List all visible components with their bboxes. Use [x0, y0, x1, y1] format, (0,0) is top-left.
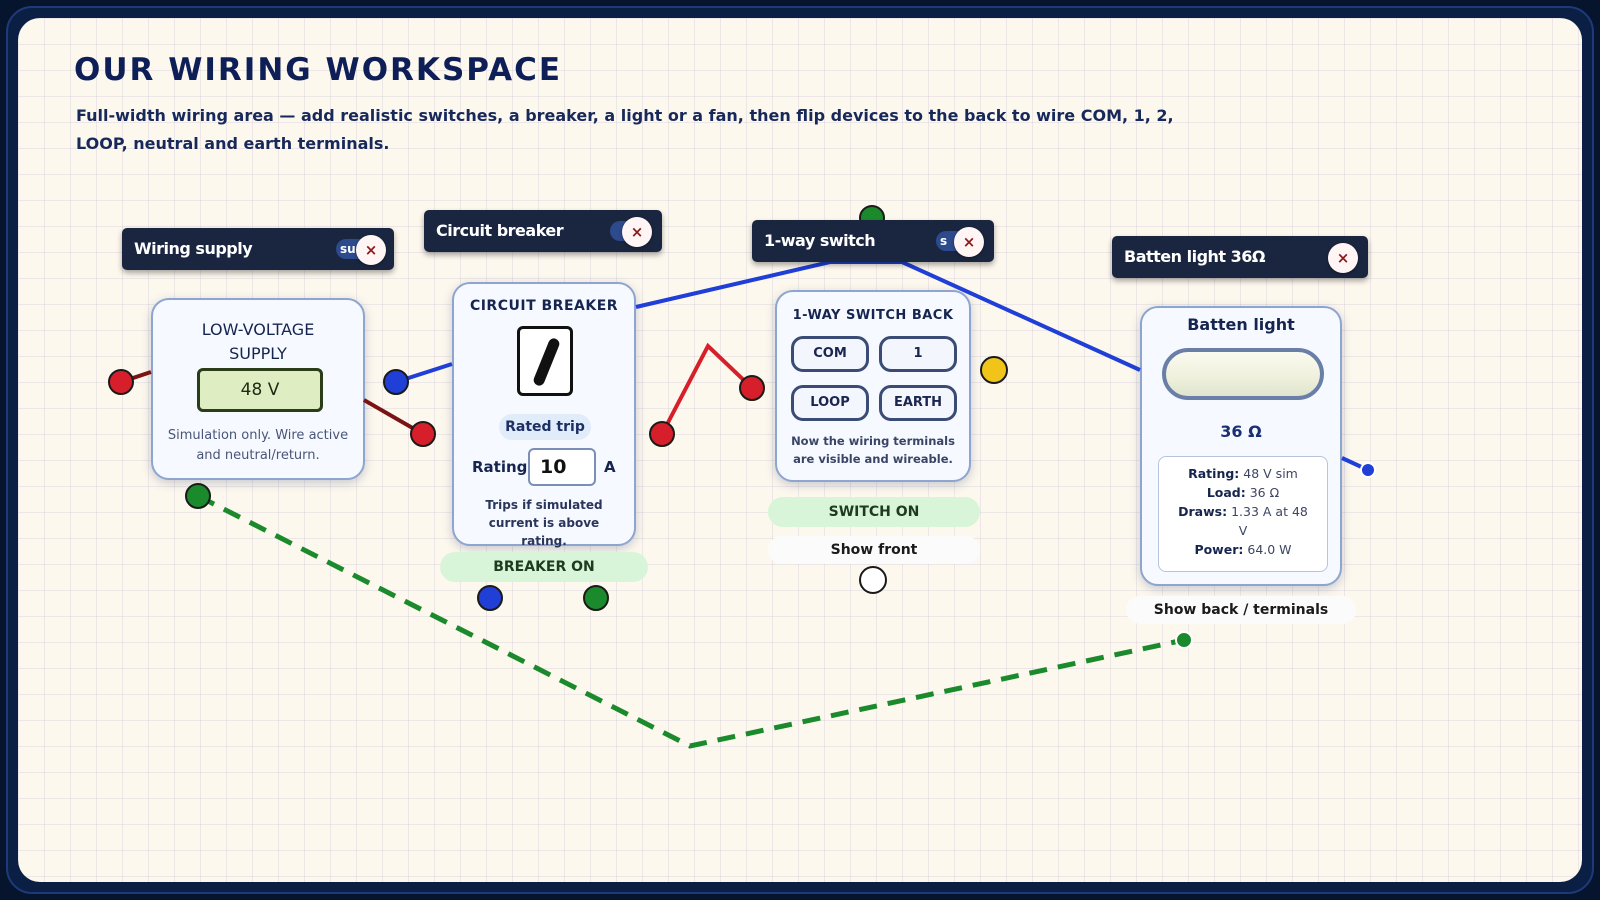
return-wire-stub[interactable] [120, 370, 152, 384]
breaker-header-label: Circuit breaker [436, 221, 564, 240]
light-resistance: 36 Ω [1220, 422, 1262, 441]
light-neutral-terminal-icon[interactable] [1360, 462, 1376, 478]
workspace-title: OUR WIRING WORKSPACE [74, 52, 563, 88]
rating-input[interactable] [528, 448, 596, 486]
info-load: Load: 36 Ω [1206, 485, 1280, 500]
rated-trip-badge: Rated trip [499, 414, 591, 440]
switch-status[interactable]: SWITCH ON [768, 497, 980, 527]
supply-header[interactable]: Wiring supply su × [122, 228, 394, 270]
switch-note: Now the wiring terminals are visible and… [791, 434, 955, 466]
rating-unit: A [604, 458, 616, 476]
light-info-panel: Rating: 48 V sim Load: 36 Ω Draws: 1.33 … [1158, 456, 1328, 572]
breaker-neutral-in-terminal-icon[interactable] [383, 369, 409, 395]
active-wire[interactable] [660, 342, 754, 435]
supply-header-label: Wiring supply [134, 239, 253, 258]
switch-active-in-terminal-icon[interactable] [739, 375, 765, 401]
terminal-loop[interactable]: LOOP [791, 385, 869, 421]
show-back-terminals-button[interactable]: Show back / terminals [1126, 596, 1356, 624]
neutral-wire-supply-breaker[interactable] [395, 362, 453, 384]
batten-tube [1162, 348, 1324, 400]
voltage-unit: V [267, 380, 280, 400]
breaker-note: Trips if simulated current is above rati… [485, 498, 603, 548]
breaker-header[interactable]: Circuit breaker × [424, 210, 662, 252]
switch-output-terminal-icon[interactable] [980, 356, 1008, 384]
info-power: Power: 64.0 W [1194, 542, 1292, 557]
light-card[interactable]: Batten light 36 Ω Rating: 48 V sim Load:… [1140, 306, 1342, 586]
breaker-lever-icon [532, 336, 561, 388]
neutral-wire-light-out[interactable] [1341, 456, 1369, 472]
supply-left-terminal-icon[interactable] [108, 369, 134, 395]
breaker-neutral-terminal-icon[interactable] [477, 585, 503, 611]
breaker-close-icon[interactable]: × [622, 217, 652, 247]
light-close-icon[interactable]: × [1328, 243, 1358, 273]
info-rating: Rating: 48 V sim [1188, 466, 1298, 481]
switch-header[interactable]: 1-way switch s × [752, 220, 994, 262]
earth-wire[interactable] [196, 493, 1185, 749]
rating-label: Rating [472, 458, 528, 476]
supply-close-icon[interactable]: × [356, 235, 386, 265]
supply-active-terminal-icon[interactable] [410, 421, 436, 447]
workspace-description: Full-width wiring area — add realistic s… [76, 106, 1174, 153]
voltage-value: 48 [240, 380, 263, 400]
switch-close-icon[interactable]: × [954, 227, 984, 257]
switch-header-label: 1-way switch [764, 231, 876, 250]
light-header[interactable]: Batten light 36Ω × [1112, 236, 1368, 278]
info-draws: Draws: 1.33 A at 48 V [1178, 504, 1308, 538]
supply-card[interactable]: LOW-VOLTAGE SUPPLY 48 V Simulation only.… [151, 298, 365, 480]
breaker-toggle-handle[interactable] [517, 326, 573, 396]
supply-title: LOW-VOLTAGE SUPPLY [201, 320, 315, 363]
wiring-workspace[interactable]: OUR WIRING WORKSPACE Full-width wiring a… [18, 18, 1582, 882]
light-earth-terminal-icon[interactable] [1175, 631, 1193, 649]
switch-card[interactable]: 1-WAY SWITCH BACK COM 1 LOOP EARTH Now t… [775, 290, 971, 482]
supply-note: Simulation only. Wire active and neutral… [167, 428, 349, 463]
breaker-earth-terminal-icon[interactable] [583, 585, 609, 611]
switch-title: 1-WAY SWITCH BACK [792, 308, 954, 323]
show-front-button[interactable]: Show front [768, 536, 980, 564]
return-wire[interactable] [363, 398, 424, 436]
switch-empty-terminal-icon[interactable] [859, 566, 887, 594]
supply-earth-terminal-icon[interactable] [185, 483, 211, 509]
breaker-active-out-terminal-icon[interactable] [649, 421, 675, 447]
light-header-label: Batten light 36Ω [1124, 247, 1266, 266]
breaker-status[interactable]: BREAKER ON [440, 552, 648, 582]
terminal-earth[interactable]: EARTH [879, 385, 957, 421]
breaker-card[interactable]: CIRCUIT BREAKER Rated trip Rating A Trip… [452, 282, 636, 548]
terminal-1[interactable]: 1 [879, 336, 957, 372]
breaker-title: CIRCUIT BREAKER [469, 298, 619, 314]
voltage-display[interactable]: 48 V [197, 368, 323, 412]
terminal-com[interactable]: COM [791, 336, 869, 372]
light-title: Batten light [1187, 315, 1295, 334]
